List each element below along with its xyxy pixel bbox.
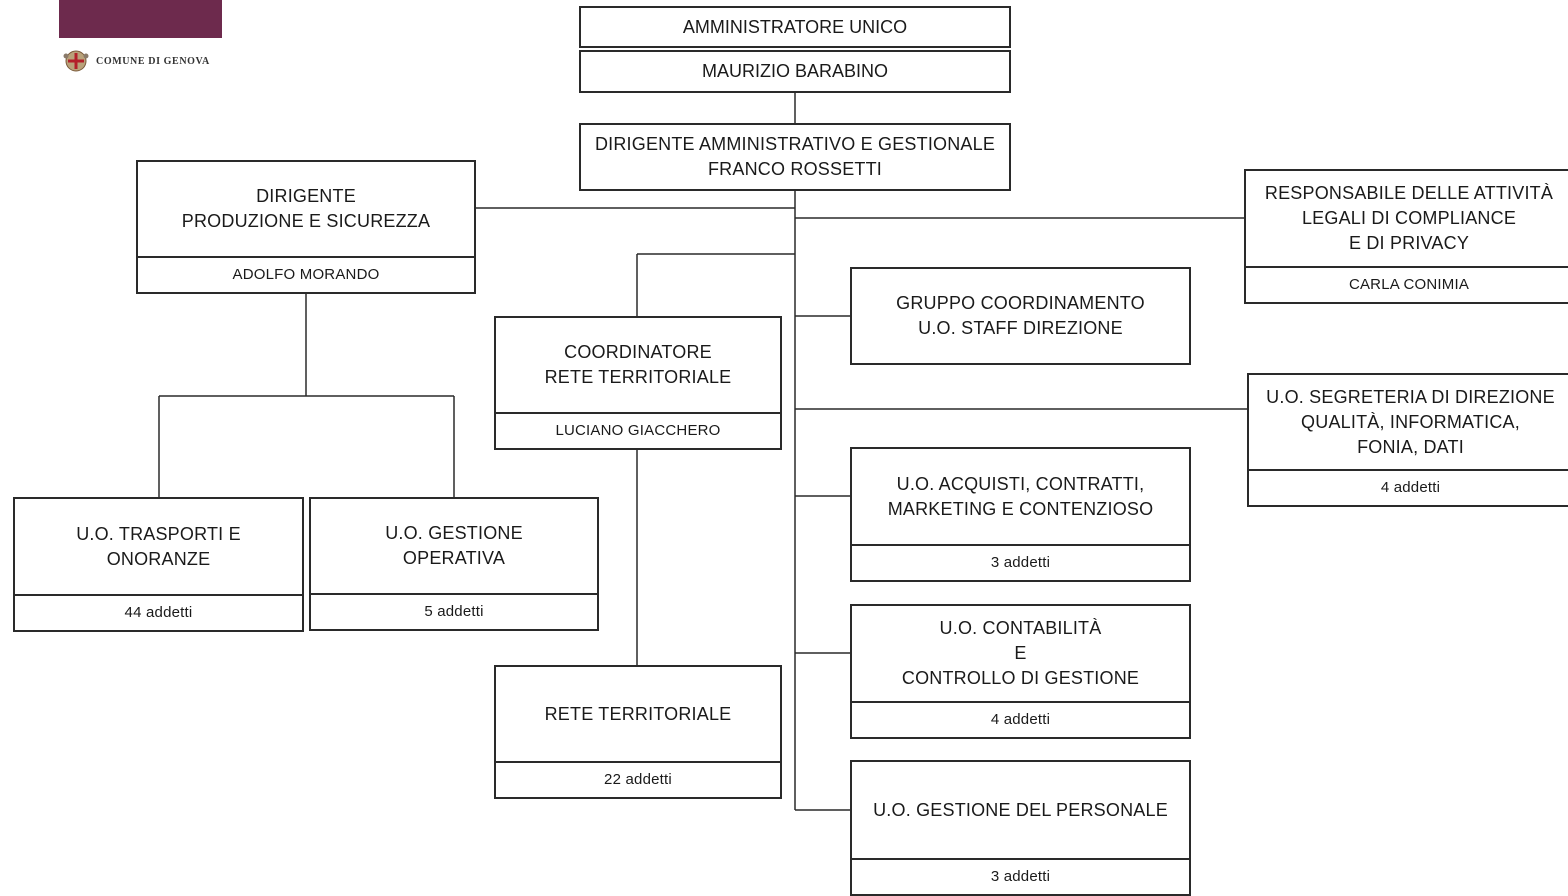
legal-compliance-role: RESPONSABILE DELLE ATTIVITÀ LEGALI DI CO… <box>1246 171 1568 266</box>
operations-unit-count: 5 addetti <box>311 593 597 629</box>
accounting-unit-title: U.O. CONTABILITÀ E CONTROLLO DI GESTIONE <box>852 606 1189 701</box>
transport-unit-title-line-1: U.O. TRASPORTI E <box>76 523 241 544</box>
city-seal-icon <box>63 50 89 72</box>
sole-administrator-title-box: AMMINISTRATORE UNICO <box>579 6 1011 48</box>
legal-compliance-role-line-2: LEGALI DI COMPLIANCE <box>1301 208 1517 228</box>
administrative-director-name: FRANCO ROSSETTI <box>707 159 882 179</box>
production-director-role-line-2: PRODUZIONE E SICUREZZA <box>181 211 431 231</box>
production-director-role-line-1: DIRIGENTE <box>256 186 356 206</box>
production-director-name: ADOLFO MORANDO <box>138 256 474 292</box>
network-coordinator-role-line-1: COORDINATORE <box>564 342 712 362</box>
secretariat-unit-title-line-3: FONIA, DATI <box>1357 436 1464 457</box>
production-director-role: DIRIGENTE PRODUZIONE E SICUREZZA <box>138 162 474 256</box>
network-coordinator-role-line-2: RETE TERRITORIALE <box>544 367 732 387</box>
purchasing-unit-count: 3 addetti <box>852 544 1189 580</box>
network-coordinator-name: LUCIANO GIACCHERO <box>496 412 780 448</box>
legal-compliance-name: CARLA CONIMIA <box>1246 266 1568 302</box>
accounting-unit-count: 4 addetti <box>852 701 1189 737</box>
transport-unit-count: 44 addetti <box>15 594 302 630</box>
sole-administrator-name: MAURIZIO BARABINO <box>701 61 889 81</box>
transport-unit-title: U.O. TRASPORTI E ONORANZE <box>15 499 302 594</box>
secretariat-unit-box: U.O. SEGRETERIA DI DIREZIONE QUALITÀ, IN… <box>1247 373 1568 507</box>
secretariat-unit-title-line-1: U.O. SEGRETERIA DI DIREZIONE <box>1266 386 1555 407</box>
staff-coordination-title: GRUPPO COORDINAMENTO U.O. STAFF DIREZION… <box>852 269 1189 363</box>
purchasing-unit-title-line-1: U.O. ACQUISTI, CONTRATTI, <box>896 473 1145 494</box>
purchasing-unit-title: U.O. ACQUISTI, CONTRATTI, MARKETING E CO… <box>852 449 1189 544</box>
accounting-unit-title-line-1: U.O. CONTABILITÀ <box>939 618 1102 638</box>
transport-unit-title-line-2: ONORANZE <box>106 548 211 569</box>
administrative-director-text: DIRIGENTE AMMINISTRATIVO E GESTIONALE FR… <box>581 125 1009 189</box>
operations-unit-title-line-1: U.O. GESTIONE <box>385 523 523 543</box>
sole-administrator-name-box: MAURIZIO BARABINO <box>579 50 1011 93</box>
legal-compliance-box: RESPONSABILE DELLE ATTIVITÀ LEGALI DI CO… <box>1244 169 1568 304</box>
production-director-box: DIRIGENTE PRODUZIONE E SICUREZZA ADOLFO … <box>136 160 476 294</box>
comune-di-genova-logo: COMUNE DI GENOVA <box>62 48 210 74</box>
accounting-unit-box: U.O. CONTABILITÀ E CONTROLLO DI GESTIONE… <box>850 604 1191 739</box>
purchasing-unit-box: U.O. ACQUISTI, CONTRATTI, MARKETING E CO… <box>850 447 1191 582</box>
territorial-network-title: RETE TERRITORIALE <box>544 703 732 724</box>
logo-text: COMUNE DI GENOVA <box>96 55 210 67</box>
network-coordinator-box: COORDINATORE RETE TERRITORIALE LUCIANO G… <box>494 316 782 450</box>
legal-compliance-role-line-3: E DI PRIVACY <box>1348 233 1470 253</box>
staff-coordination-title-line-2: U.O. STAFF DIREZIONE <box>918 318 1123 338</box>
transport-unit-box: U.O. TRASPORTI E ONORANZE 44 addetti <box>13 497 304 632</box>
secretariat-unit-title-line-2: QUALITÀ, INFORMATICA, <box>1301 411 1520 432</box>
personnel-unit-title: U.O. GESTIONE DEL PERSONALE <box>873 799 1168 820</box>
brand-color-block <box>59 0 222 38</box>
personnel-unit-count: 3 addetti <box>852 858 1189 894</box>
administrative-director-role: DIRIGENTE AMMINISTRATIVO E GESTIONALE <box>594 134 996 154</box>
operations-unit-box: U.O. GESTIONE OPERATIVA 5 addetti <box>309 497 599 631</box>
legal-compliance-role-line-1: RESPONSABILE DELLE ATTIVITÀ <box>1264 183 1554 203</box>
accounting-unit-title-line-2: E <box>1014 643 1027 663</box>
secretariat-unit-title: U.O. SEGRETERIA DI DIREZIONE QUALITÀ, IN… <box>1249 375 1568 469</box>
territorial-network-count: 22 addetti <box>496 761 780 797</box>
operations-unit-title: U.O. GESTIONE OPERATIVA <box>311 499 597 593</box>
personnel-unit-box: U.O. GESTIONE DEL PERSONALE 3 addetti <box>850 760 1191 896</box>
operations-unit-title-line-2: OPERATIVA <box>402 548 506 568</box>
secretariat-unit-count: 4 addetti <box>1249 469 1568 505</box>
territorial-network-box: RETE TERRITORIALE 22 addetti <box>494 665 782 799</box>
purchasing-unit-title-line-2: MARKETING E CONTENZIOSO <box>887 498 1154 519</box>
network-coordinator-role: COORDINATORE RETE TERRITORIALE <box>496 318 780 412</box>
staff-coordination-box: GRUPPO COORDINAMENTO U.O. STAFF DIREZION… <box>850 267 1191 365</box>
staff-coordination-title-line-1: GRUPPO COORDINAMENTO <box>896 293 1145 313</box>
accounting-unit-title-line-3: CONTROLLO DI GESTIONE <box>901 668 1140 688</box>
administrative-director-box: DIRIGENTE AMMINISTRATIVO E GESTIONALE FR… <box>579 123 1011 191</box>
sole-administrator-title: AMMINISTRATORE UNICO <box>682 16 908 37</box>
